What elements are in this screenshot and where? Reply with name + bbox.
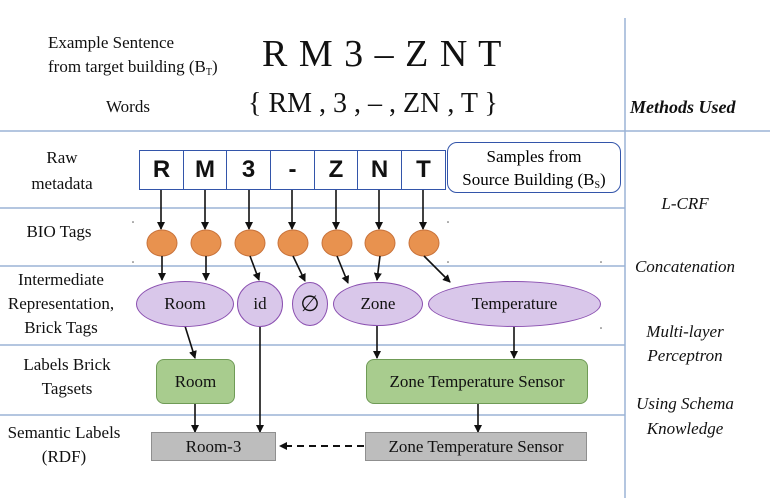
words-list: { RM , 3 , – , ZN , T } xyxy=(248,88,498,119)
row-label-raw-metadata: Raw metadata xyxy=(31,148,93,193)
from-target-building-label: from target building (BT) xyxy=(48,57,218,78)
brick-tag-temperature: Temperature xyxy=(428,281,601,327)
method-concatenation: Concatenation xyxy=(634,257,736,276)
char-box-z: Z xyxy=(314,150,358,190)
char-box-m: M xyxy=(183,150,227,190)
row-label-bio-tags: BIO Tags xyxy=(26,222,92,241)
char-box-n: N xyxy=(357,150,402,190)
arrow-room-tagset xyxy=(184,325,197,359)
brick-tag-zone: Zone xyxy=(333,282,423,326)
char-box-3: 3 xyxy=(226,150,271,190)
method-lcrf: L-CRF xyxy=(661,194,709,213)
source-building-line2: Source Building (BS) xyxy=(462,170,606,191)
arrow-bio-3 xyxy=(249,255,261,281)
char-box-t: T xyxy=(401,150,446,190)
char-box-dash: - xyxy=(270,150,315,190)
brick-tag-empty: ∅ xyxy=(292,282,328,326)
decorative-dots xyxy=(132,221,602,329)
example-sentence: R M 3 – Z N T xyxy=(262,33,503,75)
bio-circle-m xyxy=(190,229,222,257)
bio-circle-r xyxy=(146,229,178,257)
tagset-zone-temperature-sensor: Zone Temperature Sensor xyxy=(366,359,588,404)
row-label-intermediate: Intermediate Representation, Brick Tags xyxy=(7,270,115,337)
rdf-room-3: Room-3 xyxy=(151,432,276,461)
arrow-bio-z xyxy=(336,255,350,284)
method-schema-line2: Knowledge xyxy=(646,419,724,438)
method-mlp-line1: Multi-layer xyxy=(646,322,724,341)
arrow-bio-dash xyxy=(292,255,306,282)
row-label-semantic: Semantic Labels (RDF) xyxy=(7,423,121,466)
words-label: Words xyxy=(106,97,150,116)
bio-circle-z xyxy=(321,229,353,257)
brick-tag-room: Room xyxy=(136,281,234,327)
arrow-bio-n xyxy=(373,255,382,281)
rdf-zone-temperature-sensor: Zone Temperature Sensor xyxy=(365,432,587,461)
brick-tag-id: id xyxy=(237,281,283,327)
bio-circle-t xyxy=(408,229,440,257)
source-building-line1: Samples from xyxy=(486,147,582,166)
tagset-room: Room xyxy=(156,359,235,404)
source-building-box: Samples from Source Building (BS) xyxy=(447,142,621,193)
char-box-r: R xyxy=(139,150,184,190)
bio-circle-3 xyxy=(234,229,266,257)
example-sentence-label: Example Sentence xyxy=(48,33,175,52)
bio-circle-dash xyxy=(277,229,309,257)
methods-used-heading: Methods Used xyxy=(630,97,736,117)
method-schema-line1: Using Schema xyxy=(636,394,734,413)
row-label-labels: Labels Brick Tagsets xyxy=(23,355,111,398)
bio-circle-n xyxy=(364,229,396,257)
method-mlp-line2: Perceptron xyxy=(647,346,723,365)
arrow-bio-t xyxy=(423,255,451,283)
